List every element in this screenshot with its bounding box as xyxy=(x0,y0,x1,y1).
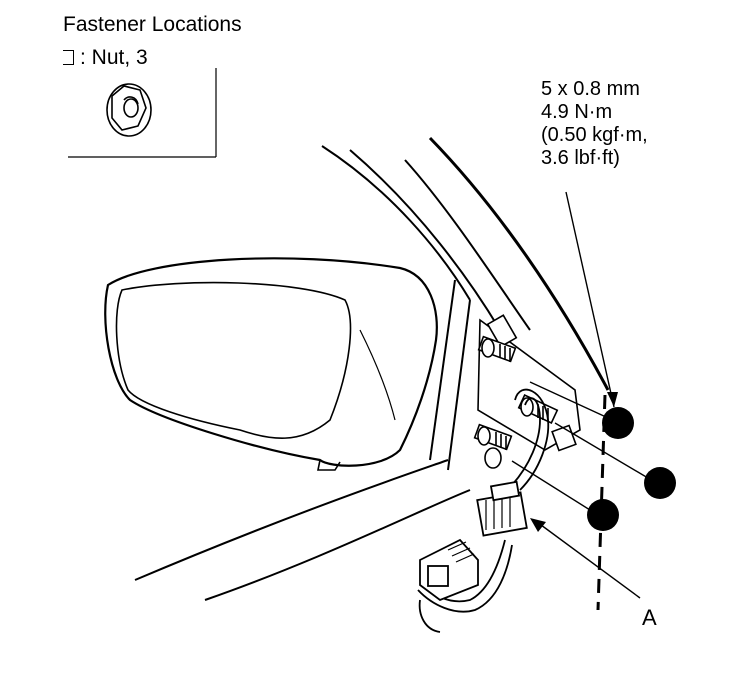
door-frame xyxy=(134,136,610,601)
square-symbol-icon xyxy=(63,50,74,65)
nut-markers xyxy=(587,407,676,531)
leader-arrow-a xyxy=(530,518,546,532)
connector-a xyxy=(476,480,528,537)
mirror-connector xyxy=(419,538,479,602)
callout-label-a: A xyxy=(642,605,657,630)
spec-line-1: 5 x 0.8 mm xyxy=(541,78,640,100)
nut-marker-3 xyxy=(587,499,619,531)
stud-bolt-upper xyxy=(477,335,517,363)
nut-marker-1 xyxy=(602,407,634,439)
spec-line-2: 4.9 N·m xyxy=(541,101,613,123)
legend-title: Fastener Locations xyxy=(63,13,242,36)
leader-arrow-spec xyxy=(607,392,618,407)
legend-item-label: : Nut, 3 xyxy=(80,46,148,69)
spec-line-4: 3.6 lbf·ft) xyxy=(541,147,620,169)
legend-frame xyxy=(68,68,217,158)
side-mirror xyxy=(104,257,438,471)
spec-line-3: (0.50 kgf·m, xyxy=(541,124,648,146)
nut-marker-2 xyxy=(644,467,676,499)
stud-bolt-lower xyxy=(473,423,513,469)
flange-nut-icon xyxy=(106,83,152,137)
legend-item: : Nut, 3 xyxy=(63,46,148,70)
leader-lines xyxy=(511,191,649,599)
reference-dash-line xyxy=(596,394,607,611)
